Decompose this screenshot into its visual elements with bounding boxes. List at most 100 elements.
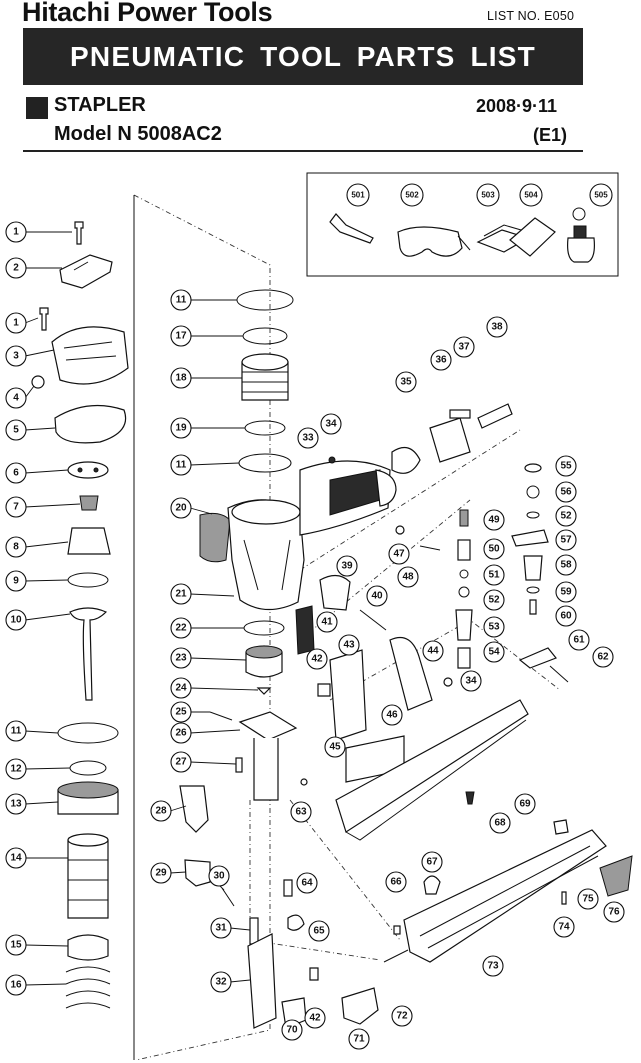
part-number: 70 [286,1025,298,1036]
part-callout: 24 [170,677,192,699]
part-callout: 7 [5,496,27,518]
part-number: 75 [582,894,594,905]
part-number: 67 [426,857,438,868]
part-callout: 16 [5,974,27,996]
part-number: 73 [487,961,499,972]
part-number: 56 [560,487,572,498]
part-callout: 53 [483,616,505,638]
part-number: 60 [560,611,572,622]
part-callout: 11 [170,454,192,476]
part-callout: 1 [5,221,27,243]
part-number: 59 [560,587,572,598]
part-callout: 37 [453,336,475,358]
part-callout: 33 [297,427,319,449]
accessory-callout-501: 501 [346,183,370,207]
part-callout: 11 [170,289,192,311]
part-number: 30 [213,871,225,882]
part-callout: 2 [5,257,27,279]
part-callout: 21 [170,583,192,605]
part-number: 1 [13,318,19,329]
part-callout: 58 [555,554,577,576]
part-callout: 14 [5,847,27,869]
part-number: 39 [341,561,353,572]
part-callout: 42 [304,1007,326,1029]
part-number: 63 [295,807,307,818]
part-number: 72 [396,1011,408,1022]
part-number: 32 [215,977,227,988]
part-number: 11 [11,726,22,737]
section-marker [26,97,48,119]
part-callout: 13 [5,793,27,815]
part-number: 12 [10,764,22,775]
part-callout: 63 [290,801,312,823]
part-number: 11 [176,460,187,471]
part-number: 19 [175,423,187,434]
part-callout: 27 [170,751,192,773]
part-number: 34 [465,676,477,687]
part-number: 47 [393,549,405,560]
part-callout: 8 [5,536,27,558]
part-number: 53 [488,622,500,633]
part-callout: 1 [5,312,27,334]
part-callout: 11 [5,720,27,742]
part-callout: 65 [308,920,330,942]
part-callout: 6 [5,462,27,484]
part-number: 3 [13,351,19,362]
part-callout: 43 [338,634,360,656]
accessory-number: 502 [405,191,419,200]
part-number: 64 [301,878,313,889]
part-number: 10 [10,615,22,626]
part-number: 69 [519,799,531,810]
part-number: 5 [13,425,19,436]
part-callout: 48 [397,566,419,588]
part-number: 36 [435,355,447,366]
part-callout: 26 [170,722,192,744]
part-number: 6 [13,468,19,479]
part-number: 50 [488,544,500,555]
part-callout: 54 [483,641,505,663]
product-name: STAPLER [54,94,146,116]
accessory-number: 501 [351,191,365,200]
part-number: 4 [13,393,19,404]
part-callout: 41 [316,611,338,633]
part-callout: 18 [170,367,192,389]
part-callout: 52 [483,589,505,611]
part-callout: 31 [210,917,232,939]
part-callout: 61 [568,629,590,651]
part-number: 48 [402,572,414,583]
part-number: 18 [175,373,187,384]
part-callout: 39 [336,555,358,577]
part-number: 45 [329,742,341,753]
part-number: 15 [10,940,22,951]
part-number: 68 [494,818,506,829]
part-callout: 51 [483,564,505,586]
accessory-callout-505: 505 [589,183,613,207]
model-name: Model N 5008AC2 [54,123,222,145]
part-callout: 56 [555,481,577,503]
part-callout: 30 [208,865,230,887]
part-callout: 23 [170,647,192,669]
part-number: 23 [175,653,187,664]
part-callout: 67 [421,851,443,873]
part-callout: 12 [5,758,27,780]
part-number: 9 [13,576,19,587]
part-callout: 50 [483,538,505,560]
part-callout: 49 [483,509,505,531]
part-callout: 35 [395,371,417,393]
part-number: 55 [560,461,572,472]
part-callout: 69 [514,793,536,815]
part-callout: 19 [170,417,192,439]
part-number: 25 [175,707,187,718]
part-number: 16 [10,980,22,991]
part-callout: 70 [281,1019,303,1041]
part-callout: 28 [150,800,172,822]
exploded-parts-diagram: 5015025035045051213456789101112131415161… [5,172,633,1061]
part-number: 26 [175,728,187,739]
part-number: 61 [573,635,585,646]
part-callout: 75 [577,888,599,910]
part-number: 34 [325,419,337,430]
part-number: 74 [558,922,570,933]
part-number: 42 [311,654,323,665]
part-number: 17 [175,331,187,342]
